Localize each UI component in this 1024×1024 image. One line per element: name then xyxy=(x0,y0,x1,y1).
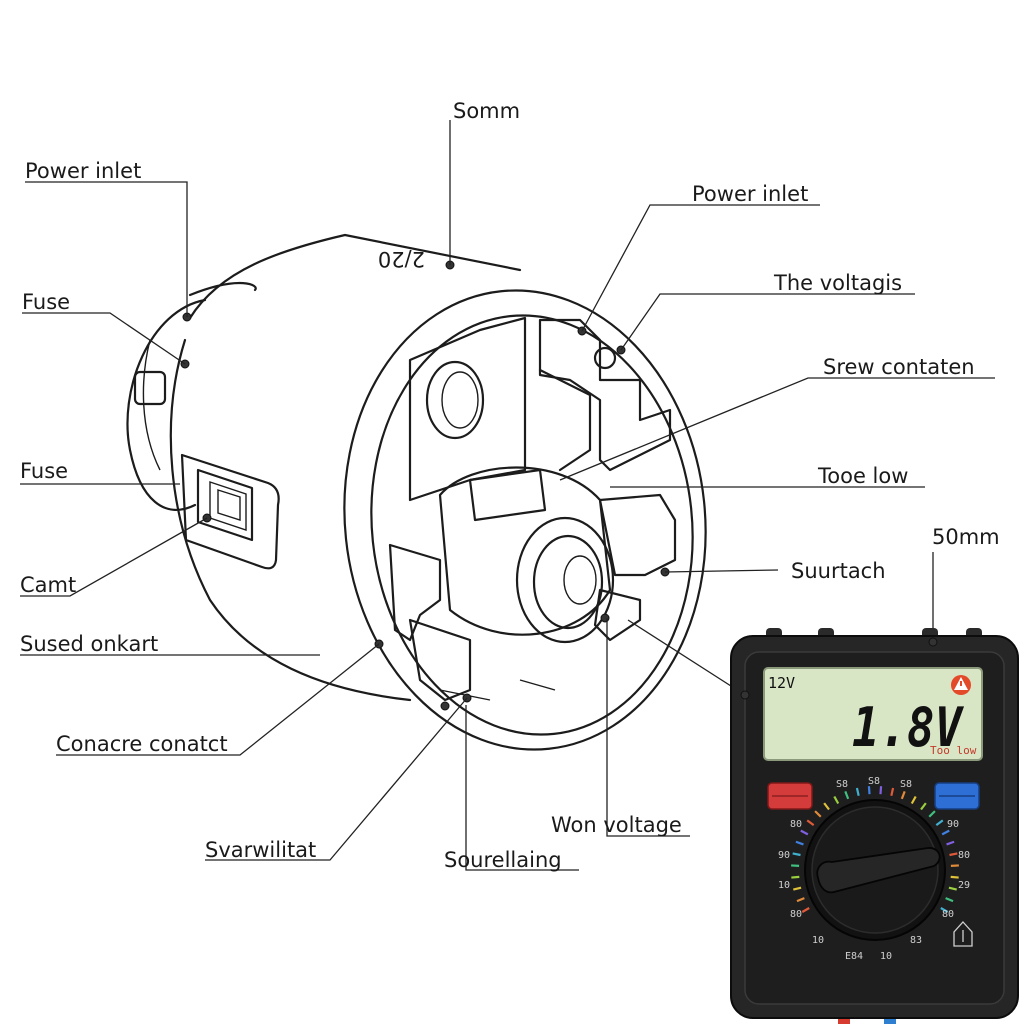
dial-tick xyxy=(823,802,830,811)
dial-tick xyxy=(833,795,840,805)
scale-label: S8 xyxy=(836,779,848,790)
dial-tick xyxy=(844,791,850,800)
lcd-status: Too low xyxy=(930,744,977,757)
dial-tick xyxy=(867,786,871,795)
label-suurtach: Suurtach xyxy=(791,559,886,583)
dial-tick xyxy=(945,897,954,903)
warning-icon xyxy=(951,675,971,695)
label-power-inlet-right: Power inlet xyxy=(692,182,808,206)
probe-jack-icon xyxy=(953,921,973,947)
label-conacre-conatct: Conacre conatct xyxy=(56,732,228,756)
label-camt: Camt xyxy=(20,573,76,597)
dial-tick xyxy=(900,791,906,800)
scale-label: 80 xyxy=(942,909,954,920)
label-won-voltage: Won voltage xyxy=(551,813,682,837)
scale-label: 10 xyxy=(778,880,790,891)
scale-label: 10 xyxy=(812,935,824,946)
dial-tick xyxy=(941,829,950,836)
scale-label: E84 xyxy=(845,951,863,962)
label-fuse-mid: Fuse xyxy=(20,459,68,483)
dial-tick xyxy=(890,787,895,797)
scale-label: 90 xyxy=(947,819,959,830)
dial-scale: S8 S8 S8 80 90 90 80 10 29 80 80 10 83 E… xyxy=(778,776,970,962)
label-srew-contaten: Srew contaten xyxy=(823,355,975,379)
label-power-inlet-left: Power inlet xyxy=(25,159,141,183)
dial-tick xyxy=(800,829,809,836)
scale-label: 10 xyxy=(880,951,892,962)
side-switch xyxy=(180,453,280,570)
socket-housing: 2/20 xyxy=(126,233,707,751)
label-sourellaing: Sourellaing xyxy=(444,848,562,872)
multimeter: 12V 1.8V Too low S8 S8 S8 80 90 90 80 10… xyxy=(730,628,1019,1024)
dial-tick xyxy=(855,787,860,797)
dial-tick xyxy=(920,802,927,811)
callout-labels: Power inlet Fuse Fuse Camt Sused onkart … xyxy=(20,99,1000,872)
dial-tick xyxy=(949,852,958,857)
scale-label: 80 xyxy=(790,819,802,830)
label-fuse-top: Fuse xyxy=(22,290,70,314)
dial-tick xyxy=(940,907,949,913)
scale-label: 90 xyxy=(778,850,790,861)
dial-tick xyxy=(946,840,955,846)
dial-tick xyxy=(795,840,804,846)
dial-tick xyxy=(806,819,815,826)
dial-ticks xyxy=(791,786,959,913)
dial-tick xyxy=(910,795,917,805)
label-tooe-low: Tooe low xyxy=(817,464,908,488)
dial-tick xyxy=(791,875,800,879)
dial-tick xyxy=(801,907,810,913)
dial-tick xyxy=(935,819,944,826)
dial-tick xyxy=(814,810,822,818)
label-the-voltagis: The voltagis xyxy=(773,271,902,295)
housing-engraving: 2/20 xyxy=(378,247,425,271)
lcd-reading: 1.8V xyxy=(852,696,964,759)
scale-label: S8 xyxy=(900,779,912,790)
label-sused-onkart: Sused onkart xyxy=(20,632,158,656)
dial-tick xyxy=(879,786,883,795)
label-50mm: 50mm xyxy=(932,525,1000,549)
scale-label: 80 xyxy=(958,850,970,861)
scale-label: S8 xyxy=(868,776,880,787)
dial-tick xyxy=(928,810,936,818)
dial-tick xyxy=(792,852,801,857)
rotary-selector-dial[interactable] xyxy=(804,799,946,941)
internal-mechanism xyxy=(388,316,677,702)
scale-label: 83 xyxy=(910,935,922,946)
label-svarwilitat: Svarwilitat xyxy=(205,838,316,862)
lcd-range-label: 12V xyxy=(768,674,795,692)
scale-label: 29 xyxy=(958,880,970,891)
scale-label: 80 xyxy=(790,909,802,920)
dial-tick xyxy=(796,897,805,903)
lcd-screen xyxy=(763,667,983,761)
dial-tick xyxy=(793,886,802,891)
leader-lines xyxy=(20,120,995,871)
dial-tick xyxy=(948,886,957,891)
label-soumm: Somm xyxy=(453,99,520,123)
dial-tick xyxy=(950,875,959,879)
